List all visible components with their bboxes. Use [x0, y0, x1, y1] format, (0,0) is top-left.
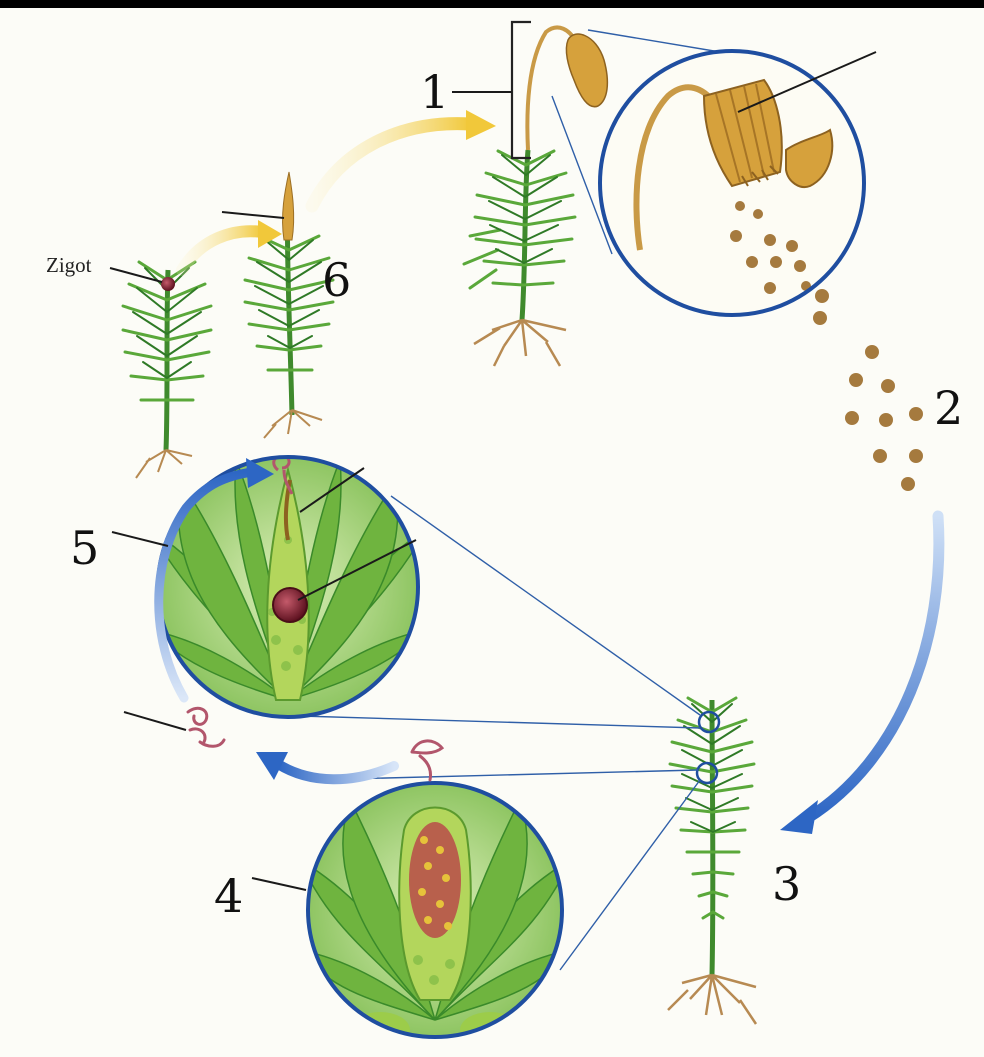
- zoom-point-antheridium: [695, 761, 719, 785]
- leader-antherozoid: [123, 711, 187, 731]
- arrow-sperm-left: [273, 759, 399, 785]
- moss-plant-3: [667, 696, 758, 1025]
- egg-cell: [272, 587, 308, 623]
- leader-4: [251, 877, 307, 891]
- zygote: [161, 277, 175, 291]
- young-sporophyte: [282, 171, 295, 241]
- arrow-6-to-1: [305, 117, 477, 213]
- antherozoid-icon: [272, 457, 294, 495]
- label-3: 3: [772, 857, 801, 911]
- leader-archegonium-neck: [299, 467, 365, 513]
- spore-icon: [813, 289, 923, 491]
- moss-plant-6: [243, 171, 335, 439]
- sporophyte-bracket: [510, 20, 531, 160]
- label-4: 4: [214, 869, 243, 923]
- zoom-line-5-bottom: [299, 715, 701, 729]
- label-2: 2: [934, 381, 963, 435]
- released-antherozoids: [186, 706, 445, 782]
- label-zigot: Zigot: [46, 253, 92, 277]
- label-6: 6: [322, 253, 351, 307]
- zoom-line-5-top: [390, 495, 701, 716]
- leader-capsule: [737, 51, 877, 113]
- zoom-line-4-bottom: [559, 779, 701, 971]
- arrow-2-to-3: [802, 510, 945, 824]
- arrow-5-fertilization: [154, 467, 257, 703]
- leader-egg: [297, 539, 417, 601]
- seta: [525, 25, 578, 151]
- zoom-line-capsule-top: [587, 29, 721, 53]
- zoom-point-archegonium: [697, 710, 721, 734]
- zoom-line-capsule-bottom: [551, 95, 613, 255]
- operculum: [785, 128, 834, 188]
- label-1: 1: [420, 65, 449, 119]
- arrow-zygote-to-6: [176, 225, 268, 276]
- leader-zigot: [109, 267, 163, 283]
- leader-5: [111, 531, 169, 547]
- moss-capsule-icon: [565, 33, 609, 108]
- archegonium-magnified: [156, 455, 420, 719]
- capsule-magnified: [598, 49, 866, 317]
- leader-6: [221, 211, 285, 219]
- label-5: 5: [70, 521, 99, 575]
